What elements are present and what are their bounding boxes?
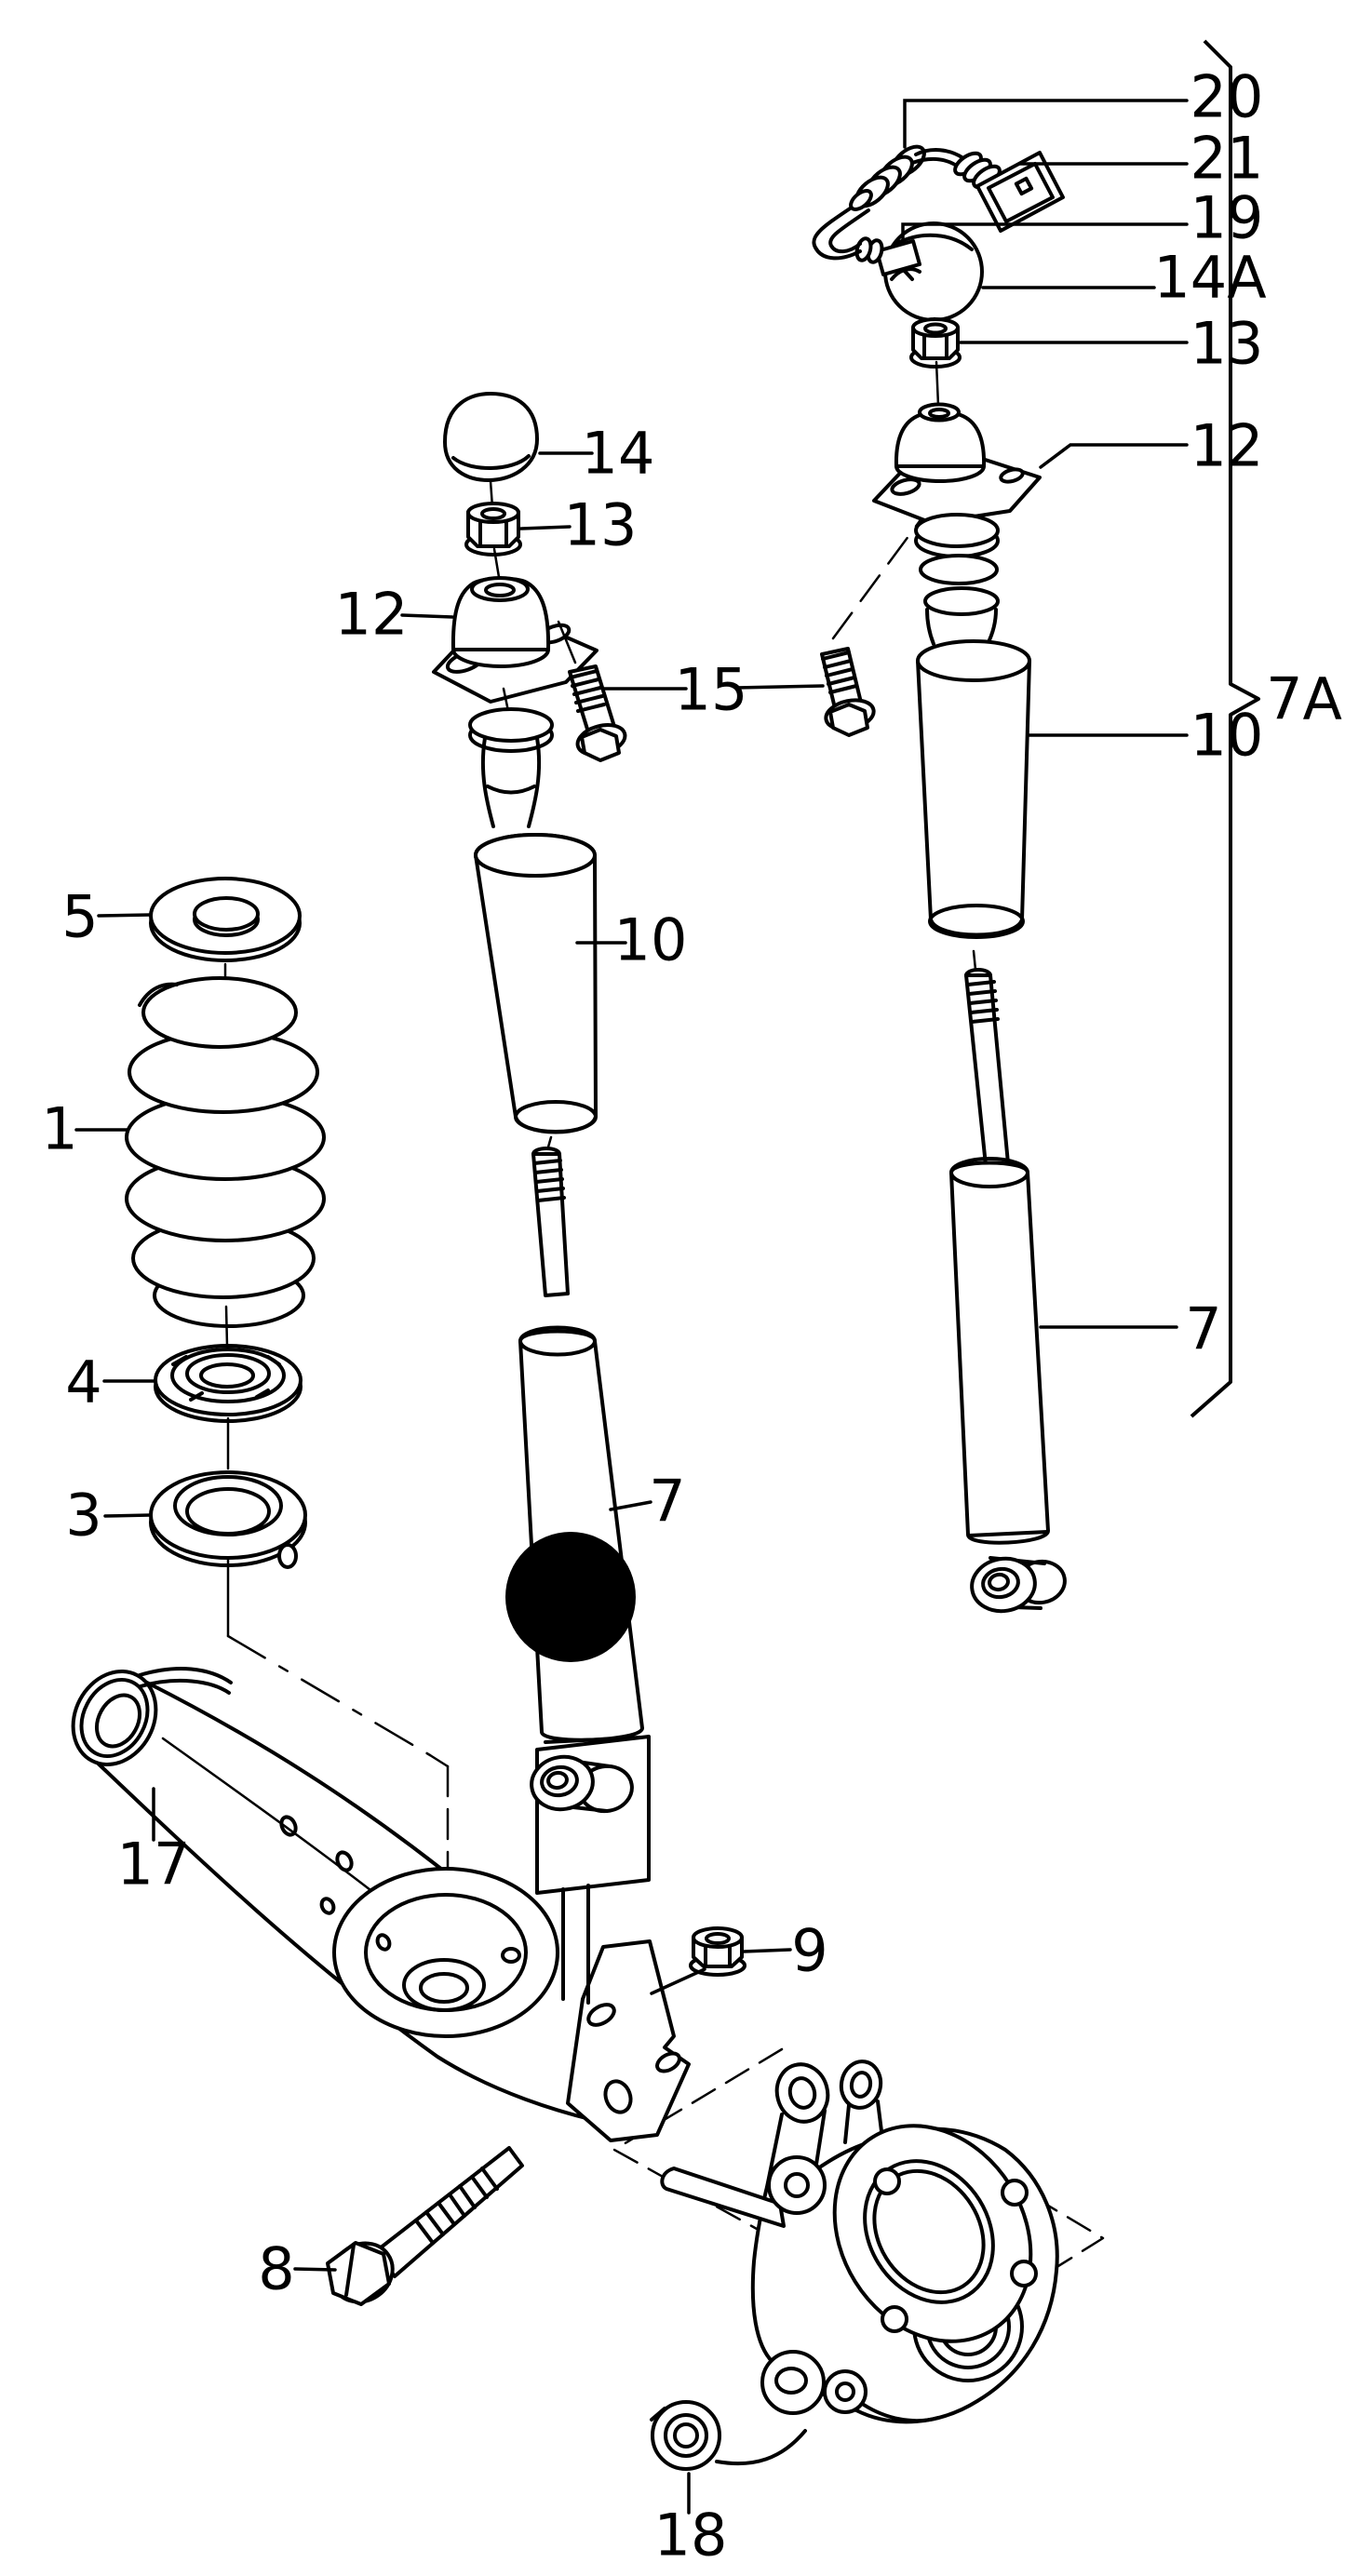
bump-stop-left (468, 707, 554, 828)
callout-leader-13L (519, 525, 572, 530)
callout-leader-7C (609, 1500, 652, 1511)
group-bracket-7A (1190, 39, 1260, 1418)
bump-stop-right (914, 513, 1000, 646)
diagram-artwork (71, 144, 1105, 2471)
callout-label-20: 20 (1190, 63, 1264, 131)
callout-label-10R: 10 (1190, 702, 1264, 770)
abs-sensor-harness (812, 144, 1065, 322)
dust-sleeve-right (916, 639, 1031, 939)
callout-label-19: 19 (1190, 184, 1264, 252)
callout-label-14: 14 (582, 420, 655, 488)
shock-absorber-right (949, 1157, 1067, 1614)
callout-label-14A: 14A (1153, 244, 1266, 312)
callout-label-21: 21 (1190, 125, 1264, 193)
centerline (935, 360, 940, 408)
redaction-dot (505, 1532, 636, 1662)
callout-label-13R: 13 (1190, 310, 1264, 378)
upper-mount-right (872, 402, 1042, 525)
spring-lower-seat (149, 1470, 307, 1569)
coil-spring (125, 976, 326, 1328)
piston-rod-left (531, 1135, 570, 1297)
callout-label-8: 8 (258, 2235, 294, 2303)
flange-nut (689, 1926, 746, 1977)
dust-sleeve-left (474, 833, 598, 1134)
callout-label-1: 1 (41, 1095, 77, 1163)
shock-mount-plate (535, 1735, 651, 2005)
upper-mount-left (432, 576, 599, 704)
callout-leader-8 (293, 2267, 337, 2272)
callout-label-3: 3 (65, 1482, 101, 1550)
callout-label-10L: 10 (614, 906, 688, 974)
callout-label-17: 17 (117, 1831, 191, 1898)
piston-rod-right (964, 949, 1010, 1167)
wheel-knuckle (650, 2059, 1059, 2471)
callout-label-13L: 13 (564, 491, 638, 559)
callout-label-15: 15 (675, 656, 748, 724)
callout-label-7A: 7A (1266, 665, 1342, 733)
callout-label-12R: 12 (1190, 412, 1264, 480)
centerline (492, 547, 501, 579)
callout-label-18: 18 (654, 2502, 728, 2569)
callout-leader-15-1 (734, 684, 825, 690)
callout-label-4: 4 (65, 1348, 101, 1416)
assembly-reference-lines (226, 519, 1105, 2277)
centerline (224, 1305, 229, 1348)
hex-flange-bolt (326, 2146, 524, 2306)
callout-leader-5 (97, 913, 153, 918)
callout-label-7C: 7 (649, 1468, 685, 1536)
self-locking-nut-left (464, 502, 522, 557)
spring-upper-washer (149, 877, 302, 962)
callout-label-7R: 7 (1185, 1295, 1221, 1363)
callout-leader-12R (1039, 443, 1189, 469)
callout-label-5: 5 (61, 883, 98, 951)
callout-label-12L: 12 (335, 581, 409, 649)
callout-label-9: 9 (791, 1917, 827, 1985)
callout-leader-12L (400, 613, 454, 619)
callout-leader-3 (103, 1513, 153, 1518)
self-locking-nut-right (909, 317, 962, 369)
callout-leader-9-1 (650, 1967, 706, 1995)
callout-leader-9 (742, 1948, 792, 1953)
centerline (502, 687, 510, 713)
mount-bolt-right (820, 647, 876, 737)
callout-leader-20 (903, 99, 1189, 149)
spring-seat-bearing (154, 1344, 303, 1423)
protective-cap (443, 392, 539, 482)
callout-leader-19 (901, 222, 1189, 242)
mount-bolt-left (557, 620, 627, 762)
